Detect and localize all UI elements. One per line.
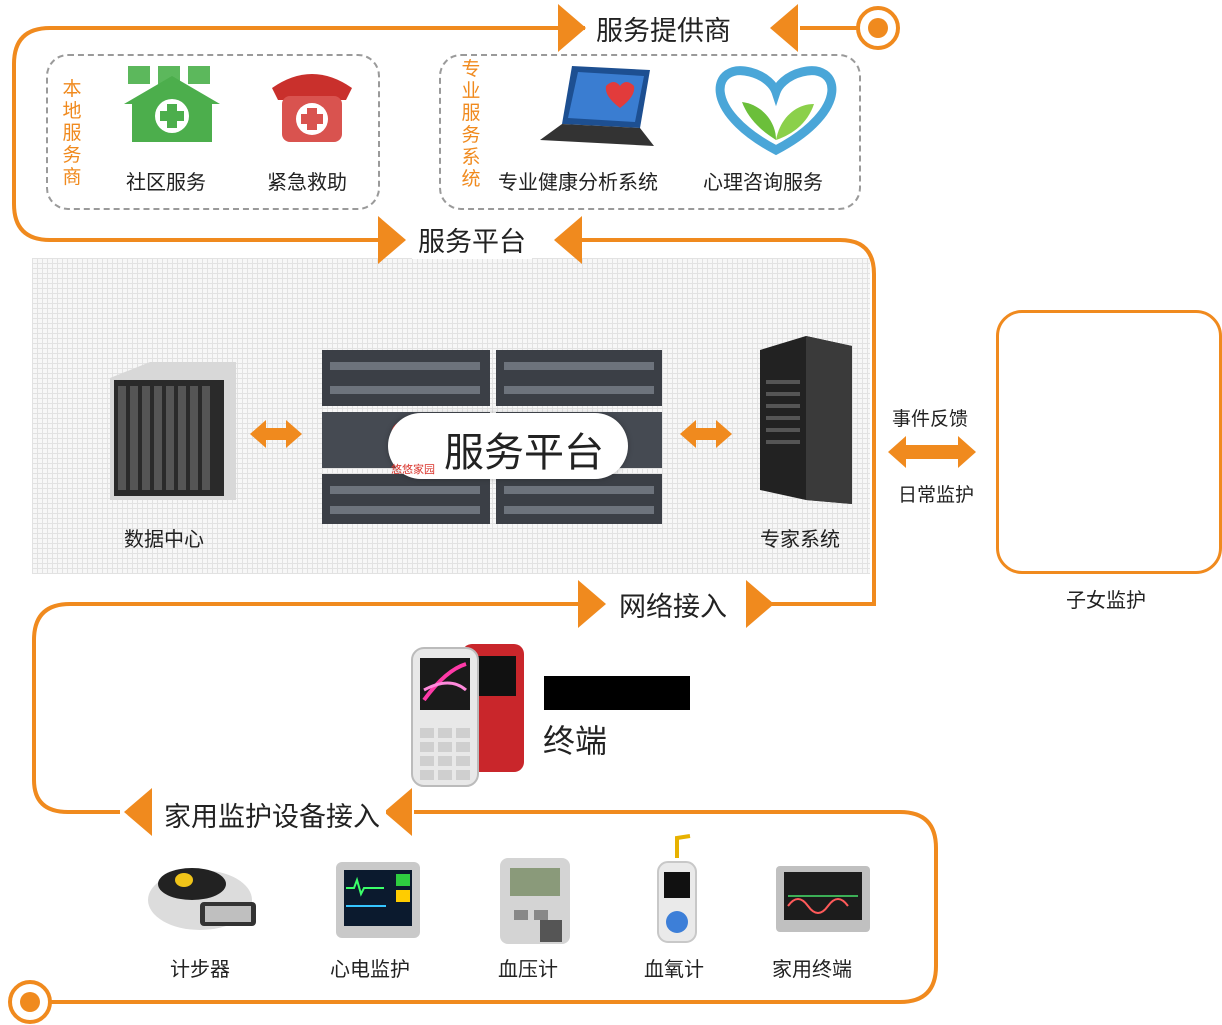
device-label-ecg: 心电监护 (330, 957, 410, 981)
blood-pressure-icon (500, 858, 570, 944)
oximeter-icon (657, 834, 697, 943)
service-platform-center-label: 服务平台 (444, 430, 604, 476)
service-provider-label: 服务提供商 (590, 9, 737, 48)
top-loop-line (12, 26, 585, 242)
service-platform-pill (388, 413, 628, 479)
event-feedback-label: 事件反馈 (892, 408, 969, 430)
home-device-access-label: 家用监护设备接入 (158, 795, 386, 834)
terminal-label: 终端 (543, 722, 608, 760)
device-label-home-terminal: 家用终端 (772, 957, 852, 981)
child-monitoring-card (996, 310, 1222, 574)
arrow-left-platform-right (554, 216, 582, 264)
network-loop-line (32, 602, 580, 814)
circle-bottom (8, 980, 52, 1024)
arrow-left-provider-right (770, 4, 798, 52)
emergency-rescue-label: 紧急救助 (267, 170, 347, 194)
ecg-monitor-icon (336, 862, 420, 938)
expert-system-label: 专家系统 (760, 527, 840, 551)
health-analysis-label: 专业健康分析系统 (498, 170, 658, 194)
community-service-label: 社区服务 (126, 170, 206, 194)
data-center-label: 数据中心 (124, 527, 204, 551)
arrow-expert (680, 420, 732, 448)
pro-system-box (439, 54, 861, 210)
arrow-right-platform-left (378, 216, 406, 264)
device-label-pedometer: 计步器 (170, 957, 230, 981)
device-label-oximeter: 血氧计 (644, 957, 704, 981)
local-provider-vertical-label: 本地服务商 (62, 78, 82, 188)
local-provider-box (46, 54, 380, 210)
device-label-blood-pressure: 血压计 (498, 957, 558, 981)
daily-monitoring-label: 日常监护 (898, 484, 975, 506)
platform-right-line (582, 238, 876, 606)
arrow-datacenter (250, 420, 302, 448)
psychology-heart-icon (715, 66, 837, 156)
arrow-right-provider-left (558, 4, 586, 52)
emergency-phone-icon (272, 74, 352, 142)
home-terminal-icon (776, 866, 870, 932)
network-access-label: 网络接入 (613, 585, 733, 624)
platform-logo-text: 悠悠家园 (391, 463, 435, 476)
pedometer-icon (148, 868, 256, 930)
service-platform-top-label: 服务平台 (412, 220, 532, 259)
pro-system-vertical-label: 专业服务系统 (461, 58, 481, 190)
health-laptop-icon (540, 66, 654, 146)
data-center-server-icon (110, 362, 236, 500)
circle-provider (856, 6, 900, 50)
arrow-right-network-right (746, 580, 774, 628)
bottom-loop-line (44, 810, 938, 1004)
expert-tower-server-icon (760, 336, 852, 504)
redacted-block (544, 676, 690, 710)
arrow-feedback (888, 436, 976, 468)
arrow-left-home-right (384, 788, 412, 836)
arrow-right-network-left (578, 580, 606, 628)
arrow-left-home-left (124, 788, 152, 836)
community-service-icon (124, 66, 220, 142)
phones-icon (411, 644, 524, 787)
child-monitoring-label: 子女监护 (1066, 588, 1146, 612)
psychology-service-label: 心理咨询服务 (703, 170, 823, 194)
